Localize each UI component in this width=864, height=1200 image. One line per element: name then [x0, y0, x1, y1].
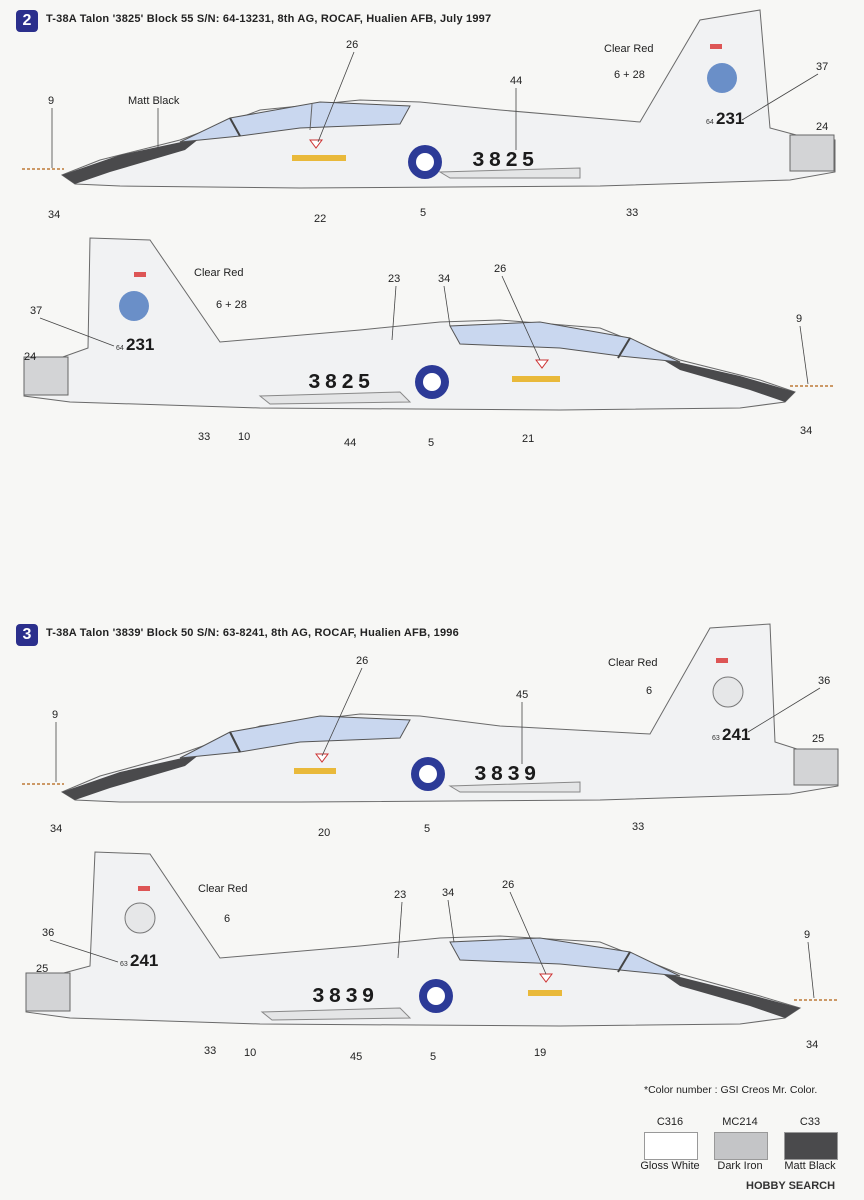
swatch-code-1: C316 [656, 1116, 684, 1128]
profile-number-badge-2: 2 [16, 10, 38, 32]
aircraft-profile-3-right: 3839 63 241 Clear Red 6 36 25 23 34 26 9… [25, 851, 838, 1063]
callout-5: 5 [420, 207, 426, 219]
callout-22: 22 [314, 213, 326, 225]
profile-number-badge-3: 3 [16, 624, 38, 646]
matt-black-label: Matt Black [128, 95, 180, 107]
profile-title-3: T-38A Talon '3839' Block 50 S/N: 63-8241… [46, 627, 459, 639]
callout-33: 33 [198, 431, 210, 443]
serial-number-2-right: 3825 [308, 372, 374, 395]
tail-marking-label-3-right: 6 [224, 913, 230, 925]
callout-37: 37 [30, 305, 42, 317]
callout-37: 37 [816, 61, 828, 73]
swatch-matt-black [784, 1132, 838, 1160]
callout-34: 34 [438, 273, 450, 285]
callout-5: 5 [424, 823, 430, 835]
tail-marking-label-2-left: 6 + 28 [614, 69, 645, 81]
swatch-name-1: Gloss White [640, 1160, 700, 1172]
clear-red-label-2-left: Clear Red [604, 43, 654, 55]
clear-red-label-3-right: Clear Red [198, 883, 248, 895]
buzz-number-2-right: 231 [126, 335, 154, 354]
callout-36: 36 [818, 675, 830, 687]
aircraft-profile-3-left: 3839 63 241 Clear Red 6 9 26 45 36 25 34… [22, 623, 839, 839]
callout-10: 10 [244, 1047, 256, 1059]
tail-marking-label-2-right: 6 + 28 [216, 299, 247, 311]
callout-25: 25 [812, 733, 824, 745]
callout-26: 26 [356, 655, 368, 667]
swatch-code-3: C33 [799, 1116, 821, 1128]
callout-34: 34 [48, 209, 60, 221]
callout-26: 26 [346, 39, 358, 51]
callout-26: 26 [502, 879, 514, 891]
callout-34: 34 [800, 425, 812, 437]
serial-number-3-left: 3839 [474, 764, 540, 787]
buzz-prefix-3-right: 63 [120, 961, 128, 968]
callout-45: 45 [516, 689, 528, 701]
callout-36: 36 [42, 927, 54, 939]
callout-44: 44 [510, 75, 522, 87]
clear-red-label-3-left: Clear Red [608, 657, 658, 669]
callout-33: 33 [632, 821, 644, 833]
swatch-name-3: Matt Black [784, 1160, 836, 1172]
buzz-number-2-left: 231 [716, 109, 744, 128]
serial-number-3-right: 3839 [312, 986, 378, 1009]
callout-44: 44 [344, 437, 356, 449]
callout-9: 9 [48, 95, 54, 107]
callout-9: 9 [804, 929, 810, 941]
callout-34: 34 [442, 887, 454, 899]
callout-23: 23 [394, 889, 406, 901]
buzz-number-3-right: 241 [130, 951, 158, 970]
swatch-dark-iron [714, 1132, 768, 1160]
callout-26: 26 [494, 263, 506, 275]
callout-5: 5 [428, 437, 434, 449]
buzz-number-3-left: 241 [722, 725, 750, 744]
buzz-prefix-2-right: 64 [116, 345, 124, 352]
aircraft-profile-2-right: 3825 64 231 Clear Red 6 + 28 37 24 23 34… [23, 237, 834, 449]
callout-25: 25 [36, 963, 48, 975]
callout-33: 33 [626, 207, 638, 219]
callout-19: 19 [534, 1047, 546, 1059]
callout-21: 21 [522, 433, 534, 445]
callout-34: 34 [806, 1039, 818, 1051]
swatch-name-2: Dark Iron [717, 1160, 763, 1172]
callout-24: 24 [24, 351, 36, 363]
callout-45: 45 [350, 1051, 362, 1063]
callout-5: 5 [430, 1051, 436, 1063]
serial-number-2-left: 3825 [472, 150, 538, 173]
callout-23: 23 [388, 273, 400, 285]
callout-10: 10 [238, 431, 250, 443]
swatch-gloss-white [644, 1132, 698, 1160]
color-note: *Color number : GSI Creos Mr. Color. [644, 1084, 818, 1096]
callout-24: 24 [816, 121, 828, 133]
clear-red-label-2-right: Clear Red [194, 267, 244, 279]
buzz-prefix-2-left: 64 [706, 119, 714, 126]
profile-title-2: T-38A Talon '3825' Block 55 S/N: 64-1323… [46, 13, 492, 25]
watermark: HOBBY SEARCH [746, 1180, 836, 1192]
callout-9: 9 [52, 709, 58, 721]
callout-9: 9 [796, 313, 802, 325]
callout-20: 20 [318, 827, 330, 839]
callout-33: 33 [204, 1045, 216, 1057]
aircraft-profile-2-left: 3825 64 231 Clear Red 6 + 28 Matt Black … [22, 9, 836, 225]
buzz-prefix-3-left: 63 [712, 735, 720, 742]
tail-marking-label-3-left: 6 [646, 685, 652, 697]
swatch-code-2: MC214 [722, 1116, 758, 1128]
callout-34: 34 [50, 823, 62, 835]
